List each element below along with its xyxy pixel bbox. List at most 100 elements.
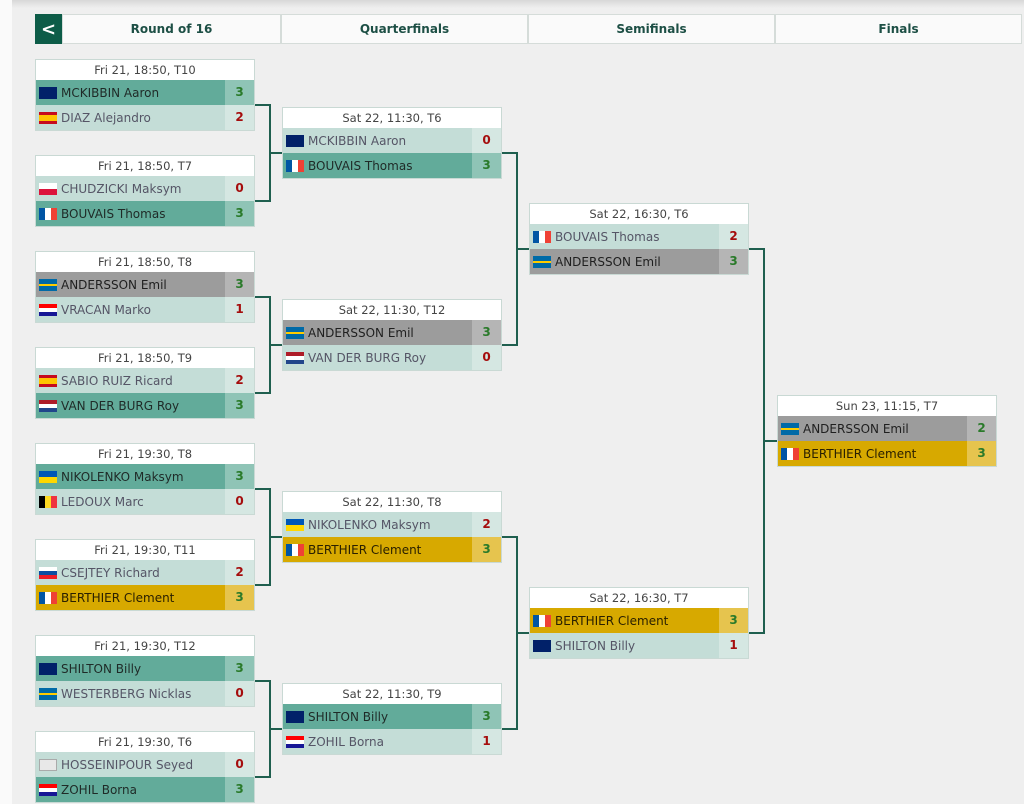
player-row[interactable]: VAN DER BURG Roy 0 [283, 345, 501, 370]
player-name: ANDERSSON Emil [803, 421, 909, 436]
player-row[interactable]: CHUDZICKI Maksym 0 [36, 176, 254, 201]
player-row[interactable]: BERTHIER Clement 3 [36, 585, 254, 610]
match-card[interactable]: Fri 21, 18:50, T7 CHUDZICKI Maksym 0 BOU… [35, 155, 255, 227]
flag-nl-icon [39, 399, 57, 412]
player-row[interactable]: SHILTON Billy 3 [283, 704, 501, 729]
flag-se-icon [781, 422, 799, 435]
connector-line [255, 488, 282, 586]
player-row[interactable]: BERTHIER Clement 3 [283, 537, 501, 562]
player-row[interactable]: DIAZ Alejandro 2 [36, 105, 254, 130]
player-name: CSEJTEY Richard [61, 565, 160, 580]
player-row[interactable]: SHILTON Billy 3 [36, 656, 254, 681]
player-name: VAN DER BURG Roy [308, 350, 427, 365]
player-row[interactable]: ANDERSSON Emil 3 [283, 320, 501, 345]
player-row[interactable]: SHILTON Billy 1 [530, 633, 748, 658]
player-score: 3 [225, 393, 254, 418]
match-card[interactable]: Sat 22, 11:30, T12 ANDERSSON Emil 3 VAN … [282, 299, 502, 371]
player-row[interactable]: CSEJTEY Richard 2 [36, 560, 254, 585]
player-name: WESTERBERG Nicklas [61, 686, 192, 701]
player-row[interactable]: VAN DER BURG Roy 3 [36, 393, 254, 418]
flag-ua-icon [39, 470, 57, 483]
match-card[interactable]: Fri 21, 18:50, T9 SABIO RUIZ Ricard 2 VA… [35, 347, 255, 419]
player-name: BOUVAIS Thomas [555, 229, 660, 244]
player-row[interactable]: BOUVAIS Thomas 2 [530, 224, 748, 249]
player-row[interactable]: MCKIBBIN Aaron 0 [283, 128, 501, 153]
tab-finals[interactable]: Finals [775, 14, 1022, 44]
flag-pl-icon [39, 182, 57, 195]
tab-quarterfinals[interactable]: Quarterfinals [281, 14, 528, 44]
flag-se-icon [39, 687, 57, 700]
player-name: SABIO RUIZ Ricard [61, 373, 173, 388]
player-score: 0 [225, 176, 254, 201]
player-score: 1 [225, 297, 254, 322]
match-card[interactable]: Sat 22, 16:30, T7 BERTHIER Clement 3 SHI… [529, 587, 749, 659]
player-row[interactable]: BERTHIER Clement 3 [778, 441, 996, 466]
flag-fr-icon [781, 447, 799, 460]
flag-none-icon [39, 758, 57, 771]
flag-fr-icon [533, 230, 551, 243]
player-row[interactable]: ANDERSSON Emil 3 [36, 272, 254, 297]
player-name: DIAZ Alejandro [61, 110, 151, 125]
match-card[interactable]: Sat 22, 11:30, T9 SHILTON Billy 3 ZOHIL … [282, 683, 502, 755]
player-row[interactable]: ZOHIL Borna 1 [283, 729, 501, 754]
player-row[interactable]: ANDERSSON Emil 3 [530, 249, 748, 274]
flag-es-icon [39, 374, 57, 387]
match-card[interactable]: Fri 21, 19:30, T12 SHILTON Billy 3 WESTE… [35, 635, 255, 707]
match-info: Sat 22, 11:30, T6 [283, 108, 501, 128]
flag-fr-icon [533, 614, 551, 627]
player-name: ANDERSSON Emil [308, 325, 414, 340]
player-name: SHILTON Billy [308, 709, 389, 724]
match-card[interactable]: Sat 22, 16:30, T6 BOUVAIS Thomas 2 ANDER… [529, 203, 749, 275]
connector-line [255, 296, 282, 394]
player-row[interactable]: BERTHIER Clement 3 [530, 608, 748, 633]
match-card[interactable]: Sun 23, 11:15, T7 ANDERSSON Emil 2 BERTH… [777, 395, 997, 467]
match-card[interactable]: Sat 22, 11:30, T6 MCKIBBIN Aaron 0 BOUVA… [282, 107, 502, 179]
player-score: 3 [719, 608, 748, 633]
connector-line [502, 536, 529, 730]
player-row[interactable]: MCKIBBIN Aaron 3 [36, 80, 254, 105]
player-name: NIKOLENKO Maksym [308, 517, 431, 532]
flag-hr-icon [39, 303, 57, 316]
match-card[interactable]: Fri 21, 18:50, T8 ANDERSSON Emil 3 VRACA… [35, 251, 255, 323]
player-score: 3 [719, 249, 748, 274]
match-info: Fri 21, 19:30, T12 [36, 636, 254, 656]
player-row[interactable]: BOUVAIS Thomas 3 [283, 153, 501, 178]
player-score: 3 [967, 441, 996, 466]
connector-line [749, 248, 777, 634]
match-info: Sat 22, 11:30, T8 [283, 492, 501, 512]
flag-fr-icon [286, 159, 304, 172]
back-button[interactable]: < [35, 14, 62, 44]
flag-gb-icon [286, 134, 304, 147]
player-name: SHILTON Billy [61, 661, 142, 676]
player-name: NIKOLENKO Maksym [61, 469, 184, 484]
flag-ua-icon [286, 518, 304, 531]
player-row[interactable]: ZOHIL Borna 3 [36, 777, 254, 802]
player-row[interactable]: BOUVAIS Thomas 3 [36, 201, 254, 226]
player-row[interactable]: VRACAN Marko 1 [36, 297, 254, 322]
tab-semifinals[interactable]: Semifinals [528, 14, 775, 44]
player-row[interactable]: LEDOUX Marc 0 [36, 489, 254, 514]
player-score: 3 [225, 464, 254, 489]
match-info: Sat 22, 16:30, T6 [530, 204, 748, 224]
tab-round-of-16[interactable]: Round of 16 [62, 14, 281, 44]
connector-line [502, 152, 529, 346]
player-name: ANDERSSON Emil [61, 277, 167, 292]
player-row[interactable]: HOSSEINIPOUR Seyed 0 [36, 752, 254, 777]
match-info: Fri 21, 19:30, T8 [36, 444, 254, 464]
match-card[interactable]: Fri 21, 19:30, T8 NIKOLENKO Maksym 3 LED… [35, 443, 255, 515]
match-card[interactable]: Fri 21, 19:30, T6 HOSSEINIPOUR Seyed 0 Z… [35, 731, 255, 803]
player-score: 0 [225, 489, 254, 514]
match-card[interactable]: Fri 21, 19:30, T11 CSEJTEY Richard 2 BER… [35, 539, 255, 611]
player-name: BOUVAIS Thomas [61, 206, 166, 221]
connector-line [255, 680, 282, 778]
player-row[interactable]: NIKOLENKO Maksym 3 [36, 464, 254, 489]
match-card[interactable]: Fri 21, 18:50, T10 MCKIBBIN Aaron 3 DIAZ… [35, 59, 255, 131]
player-row[interactable]: WESTERBERG Nicklas 0 [36, 681, 254, 706]
player-row[interactable]: NIKOLENKO Maksym 2 [283, 512, 501, 537]
player-row[interactable]: SABIO RUIZ Ricard 2 [36, 368, 254, 393]
player-row[interactable]: ANDERSSON Emil 2 [778, 416, 996, 441]
match-card[interactable]: Sat 22, 11:30, T8 NIKOLENKO Maksym 2 BER… [282, 491, 502, 563]
flag-gb-icon [39, 86, 57, 99]
player-name: SHILTON Billy [555, 638, 636, 653]
